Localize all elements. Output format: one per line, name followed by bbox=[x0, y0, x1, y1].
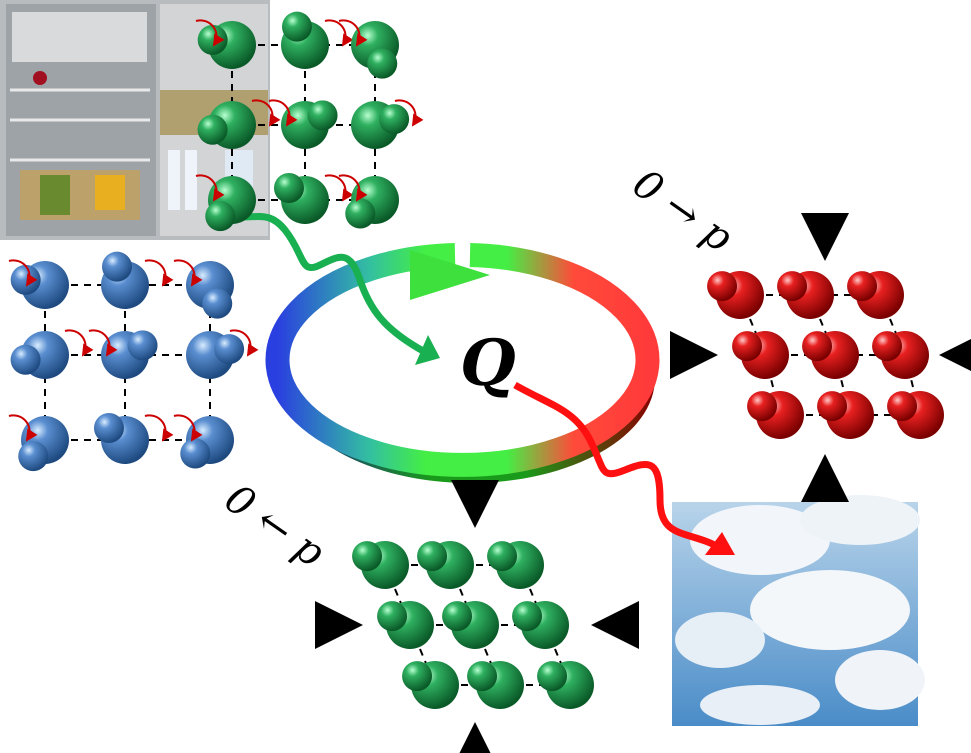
disordered-blue-molecule bbox=[101, 251, 149, 309]
disordered-green-rotation-arrow-icon bbox=[195, 19, 225, 47]
ordered-green-molecule bbox=[537, 661, 594, 709]
disordered-blue-rotation-arrow-icon bbox=[88, 329, 118, 357]
disordered-green-rotation-arrow-icon bbox=[338, 19, 368, 47]
ordered-red-molecule bbox=[777, 271, 834, 319]
disordered-blue-molecule bbox=[10, 331, 69, 379]
ordered-red-molecule bbox=[847, 271, 904, 319]
disordered-green-rotation-arrow-icon bbox=[195, 174, 225, 202]
ordered-green-molecule bbox=[402, 661, 459, 709]
disordered-blue-molecule bbox=[18, 416, 69, 472]
ordered-red-molecule bbox=[732, 331, 789, 379]
heat-in-wavy-arrow bbox=[223, 208, 427, 356]
ordered-red-molecule bbox=[747, 391, 804, 439]
ordered-green-molecule bbox=[487, 541, 544, 589]
disordered-green-molecule bbox=[197, 101, 256, 149]
disordered-blue-molecule bbox=[186, 261, 234, 319]
heat-in-arrowhead bbox=[415, 335, 440, 365]
disordered-green-rotation-arrow-icon bbox=[324, 174, 354, 202]
ordered-green-molecule bbox=[417, 541, 474, 589]
disordered-blue-rotation-arrow-icon bbox=[229, 329, 259, 357]
disordered-blue-molecule bbox=[186, 331, 245, 379]
disordered-green-molecule bbox=[205, 176, 256, 232]
disordered-green-molecule bbox=[197, 21, 256, 69]
disordered-green-rotation-arrow-icon bbox=[251, 99, 281, 127]
ordered-red-molecule bbox=[802, 331, 859, 379]
disordered-green-molecule bbox=[351, 21, 399, 79]
disordered-green-rotation-arrow-icon bbox=[394, 99, 424, 127]
disordered-green-rotation-arrow-icon bbox=[338, 174, 368, 202]
disordered-blue-rotation-arrow-icon bbox=[8, 414, 38, 442]
disordered-green-molecule bbox=[345, 176, 399, 229]
ordered-green-molecule bbox=[467, 661, 524, 709]
disordered-green-molecule bbox=[281, 100, 338, 149]
disordered-blue-rotation-arrow-icon bbox=[64, 329, 94, 357]
ordered-red-molecule bbox=[872, 331, 929, 379]
heat-out-arrowhead bbox=[705, 532, 735, 555]
expansion-label: 0 ← p bbox=[216, 476, 332, 577]
ordered-red-molecule bbox=[817, 391, 874, 439]
ordered-green-molecule bbox=[442, 601, 499, 649]
disordered-green-molecule bbox=[281, 11, 329, 69]
disordered-blue-molecule bbox=[180, 416, 234, 469]
cloudy-sky-photo bbox=[672, 495, 925, 726]
disordered-blue-rotation-arrow-icon bbox=[8, 259, 38, 287]
ordered-red-molecule bbox=[887, 391, 944, 439]
compression-label: 0 → p bbox=[624, 161, 740, 262]
thermodynamic-cycle-ring bbox=[265, 243, 660, 483]
disordered-blue-rotation-arrow-icon bbox=[173, 414, 203, 442]
disordered-blue-rotation-arrow-icon bbox=[144, 414, 174, 442]
ordered-green-molecule bbox=[377, 601, 434, 649]
disordered-green-molecule bbox=[273, 173, 329, 224]
cycle-arrowhead bbox=[410, 250, 490, 300]
disordered-blue-rotation-arrow-icon bbox=[144, 259, 174, 287]
disordered-blue-molecule bbox=[10, 261, 69, 309]
ordered-green-molecule bbox=[512, 601, 569, 649]
disordered-green-rotation-arrow-icon bbox=[324, 19, 354, 47]
disordered-green-rotation-arrow-icon bbox=[268, 99, 298, 127]
heat-out-wavy-arrow bbox=[513, 381, 722, 552]
disordered-blue-molecule bbox=[101, 330, 158, 379]
heat-label: Q bbox=[460, 326, 516, 401]
ordered-red-molecule bbox=[707, 271, 764, 319]
disordered-blue-rotation-arrow-icon bbox=[173, 259, 203, 287]
disordered-blue-molecule bbox=[93, 413, 149, 464]
disordered-green-molecule bbox=[351, 101, 410, 149]
ordered-green-molecule bbox=[352, 541, 409, 589]
